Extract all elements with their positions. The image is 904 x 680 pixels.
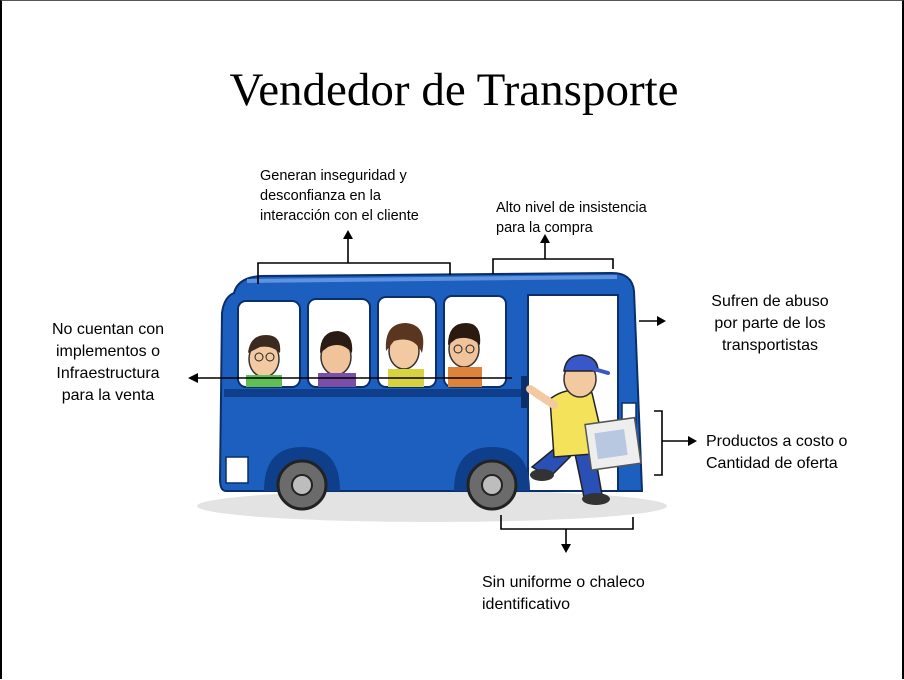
- passenger: [246, 335, 282, 387]
- slide-title: Vendedor de Transporte: [229, 64, 679, 116]
- annotation-bottom: Sin uniforme o chaleco identificativo: [482, 574, 645, 613]
- annotation-right-lower: Productos a costo o Cantidad de oferta: [706, 433, 848, 472]
- arrowhead-left: [188, 373, 198, 383]
- passenger: [318, 331, 356, 387]
- arrowhead-up: [343, 230, 353, 239]
- wheel: [466, 459, 518, 511]
- annotation-left: No cuentan con implementos o Infraestruc…: [51, 321, 165, 404]
- annotation-top-right: Alto nivel de insistencia para la compra: [496, 200, 647, 236]
- arrowhead-right: [657, 316, 666, 326]
- bracket-top-right: [492, 258, 614, 274]
- arrowhead-right: [688, 436, 697, 446]
- annotation-right-upper: Sufren de abuso por parte de los transpo…: [711, 293, 829, 354]
- vendor: [526, 354, 642, 505]
- arrowheads: [188, 230, 697, 553]
- bus: [218, 271, 644, 511]
- wheel: [276, 459, 328, 511]
- bracket-top-left: [257, 262, 451, 284]
- passenger: [448, 323, 482, 387]
- arrowhead-up: [540, 234, 550, 243]
- bracket-right-lower: [654, 410, 663, 476]
- annotation-top-left: Generan inseguridad y desconfianza en la…: [260, 168, 419, 224]
- connectors: [196, 237, 690, 547]
- arrowhead-down: [561, 544, 571, 553]
- bracket-bottom: [500, 515, 634, 530]
